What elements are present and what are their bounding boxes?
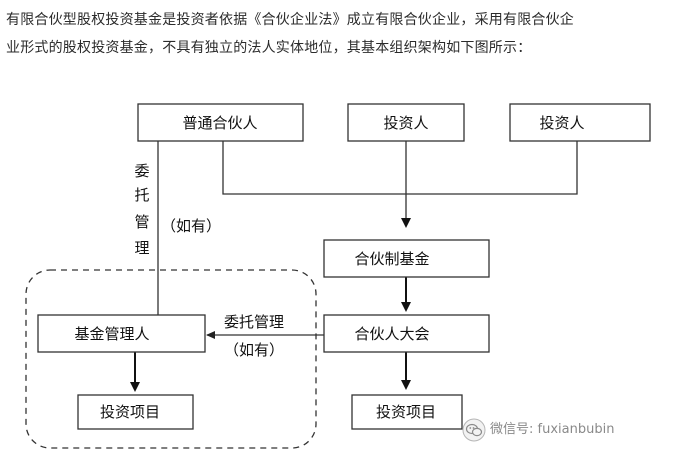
manager-group-boundary [25,269,317,449]
intro-paragraph: 有限合伙型股权投资基金是投资者依据《合伙企业法》成立有限合伙企业，采用有限合伙企… [6,6,670,62]
node-project-left-label: 投资项目 [100,403,160,421]
watermark: 微信号: fuxianbubin [462,418,614,442]
node-partnership-fund-label: 合伙制基金 [354,250,429,268]
vertical-label-char-4: 理 [134,239,149,257]
investor2-connector-line [406,141,578,195]
wechat-icon [462,418,486,442]
node-project-left: 投资项目 [77,394,194,430]
node-investor-1-label: 投资人 [383,114,428,132]
intro-line-2: 业形式的股权投资基金，不具有独立的法人实体地位，其基本组织架构如下图所示： [6,40,532,56]
node-partners-assembly: 合伙人大会 [323,314,490,353]
gp-connector-line [222,141,406,195]
vertical-label-if-any: （如有） [161,217,221,235]
node-general-partner-label: 普通合伙人 [182,114,257,132]
node-fund-manager-label: 基金管理人 [74,325,149,343]
node-investor-2: 投资人 [509,103,651,142]
node-partnership-fund: 合伙制基金 [323,239,490,278]
node-partners-assembly-label: 合伙人大会 [354,325,429,343]
vertical-label-char-1: 委 [134,162,149,180]
horizontal-label-delegate: 委托管理 [224,313,284,331]
vertical-label-char-2: 托 [134,186,149,204]
node-investor-1: 投资人 [347,103,465,142]
node-general-partner: 普通合伙人 [137,103,304,142]
node-project-right: 投资项目 [351,394,463,430]
node-investor-2-label: 投资人 [539,114,584,132]
intro-line-1: 有限合伙型股权投资基金是投资者依据《合伙企业法》成立有限合伙企业，采用有限合伙企 [6,12,574,28]
node-project-right-label: 投资项目 [376,403,436,421]
horizontal-label-if-any: （如有） [224,341,284,359]
vertical-label-char-3: 管 [134,213,149,231]
node-fund-manager: 基金管理人 [37,314,206,353]
watermark-text: 微信号: fuxianbubin [490,422,614,437]
